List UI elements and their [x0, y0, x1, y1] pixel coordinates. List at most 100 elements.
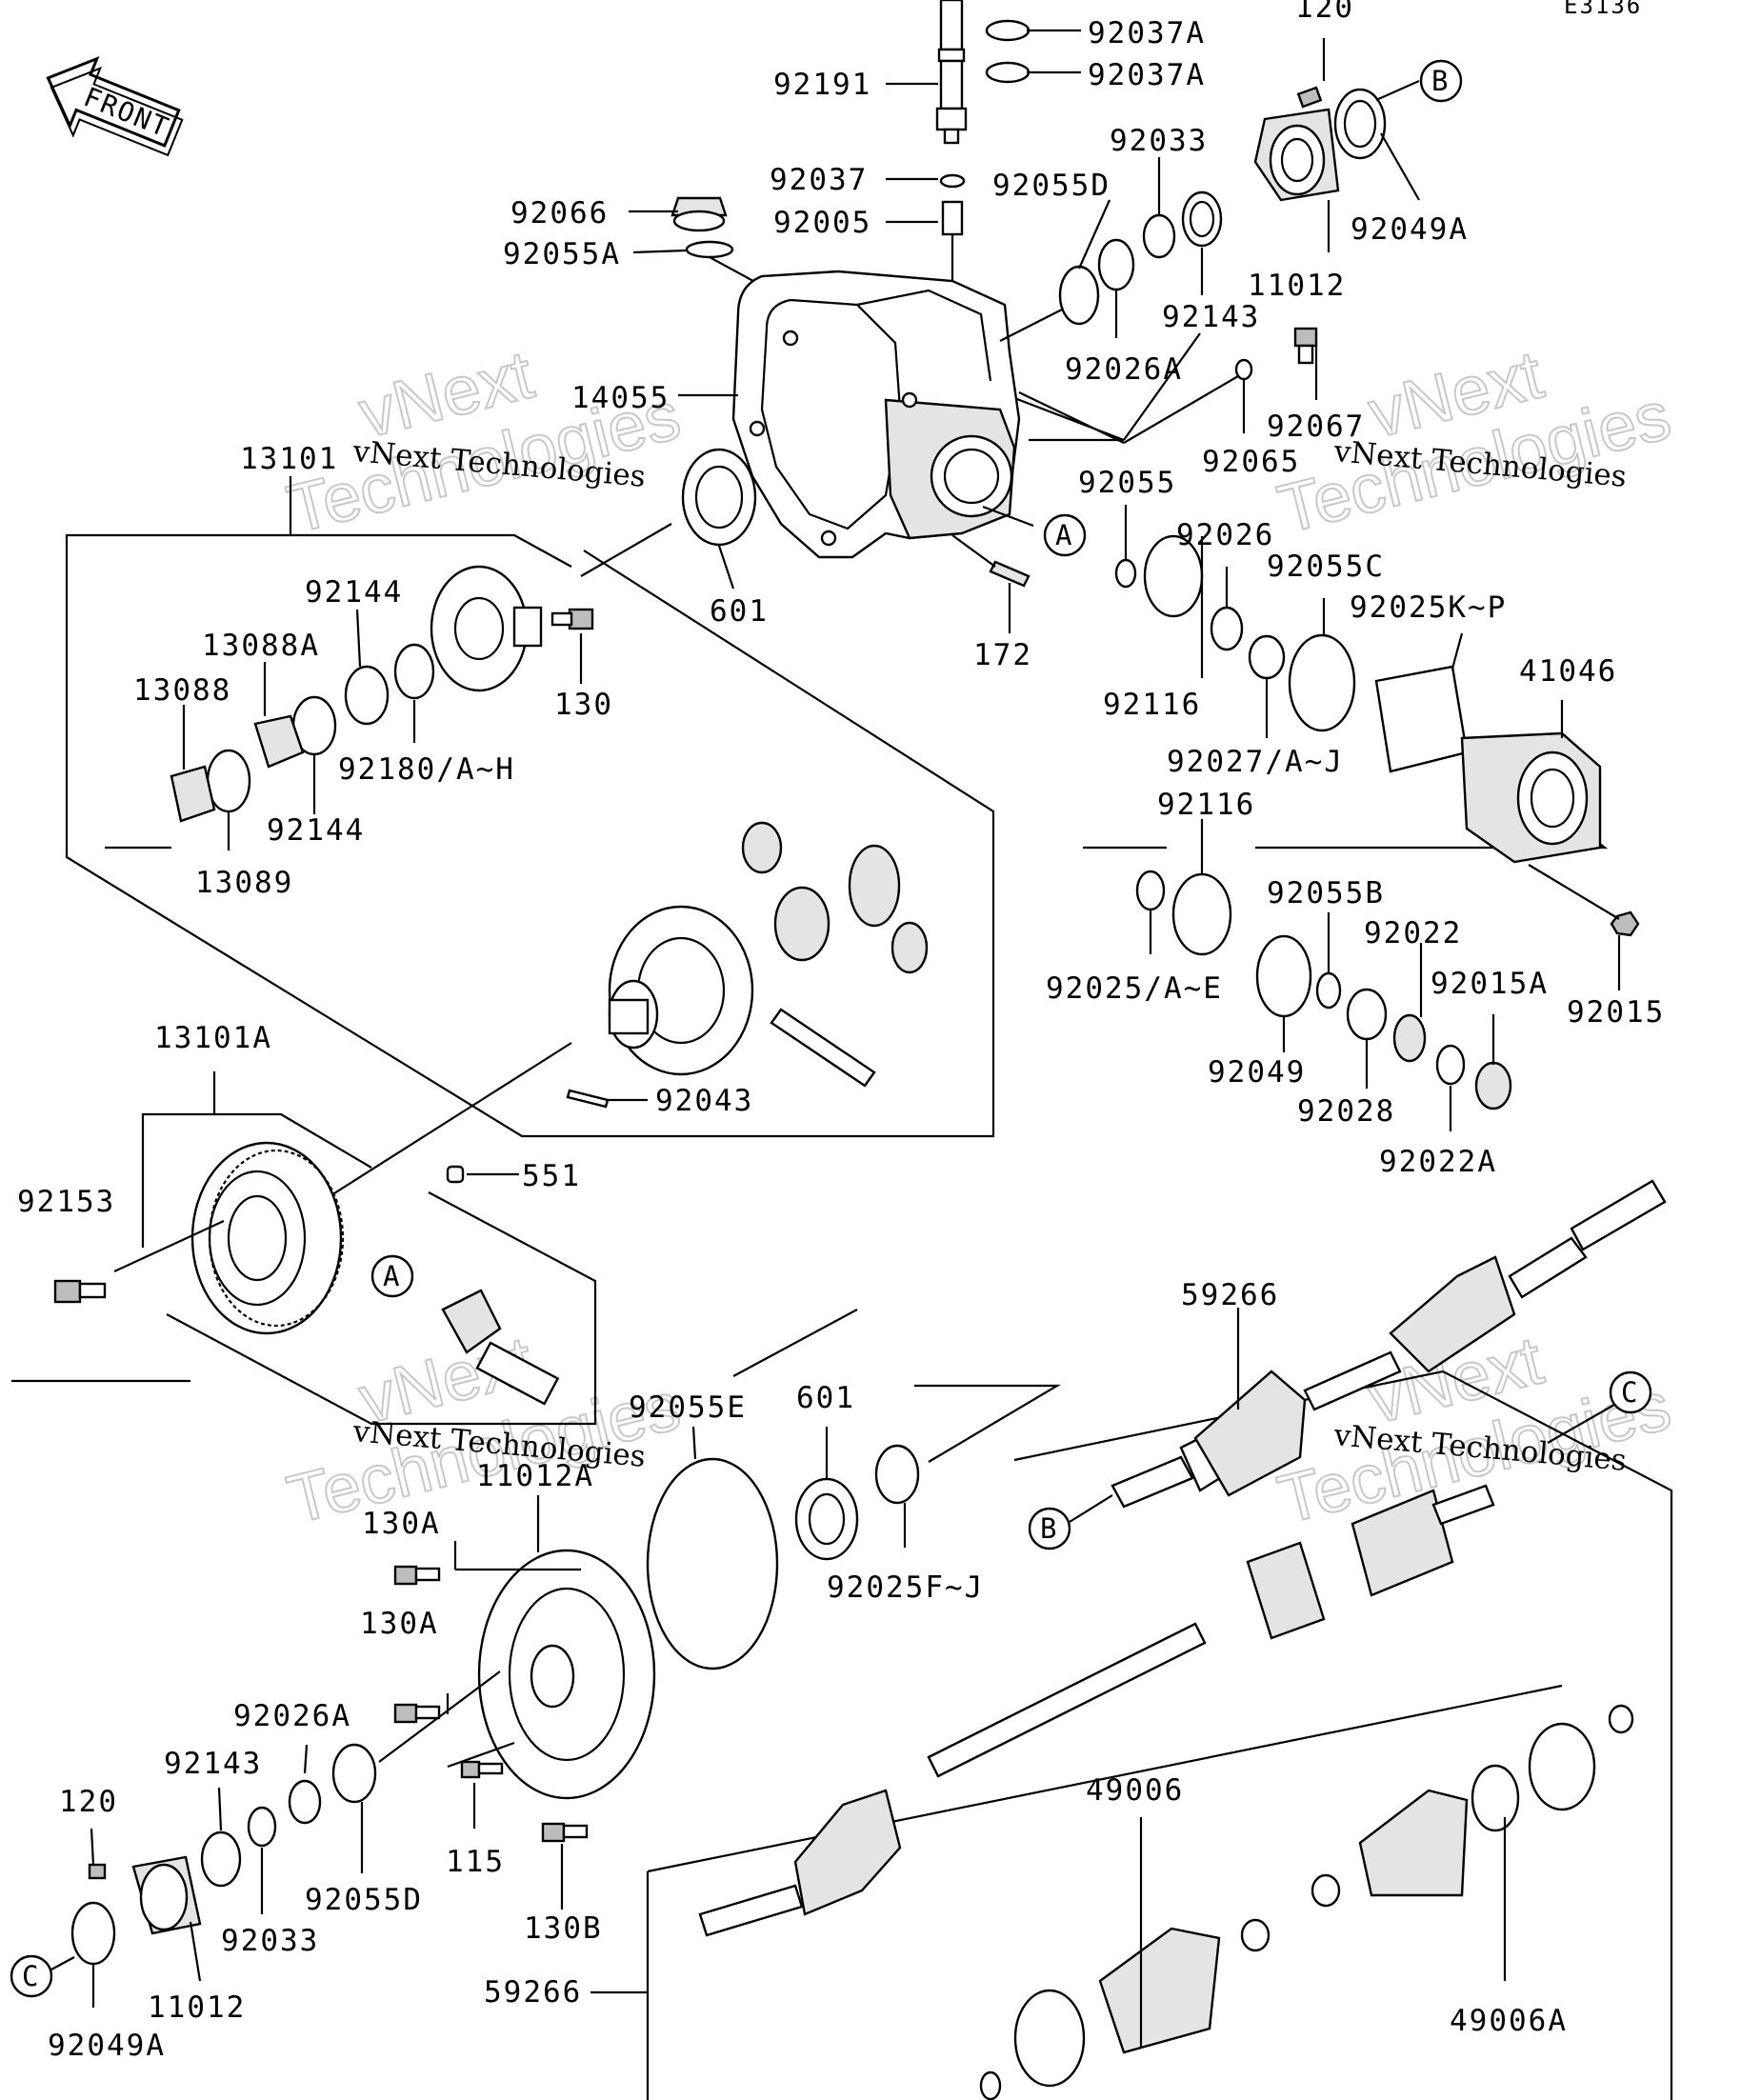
label-92055A: 92055A [503, 237, 621, 271]
label-92144: 92144 [305, 575, 403, 610]
part-92022-washer [1392, 1013, 1427, 1063]
part-92065-washer [1234, 358, 1253, 381]
label-13101A: 13101A [154, 1021, 272, 1055]
label-92055: 92055 [1078, 466, 1176, 500]
label-92055E: 92055E [629, 1390, 747, 1425]
label-13088: 13088 [133, 673, 231, 708]
label-92065: 92065 [1202, 445, 1300, 479]
part-92049-seal [1255, 934, 1312, 1018]
part-92055B-oring [1315, 971, 1342, 1010]
label-92055B: 92055B [1267, 876, 1385, 910]
label-92191: 92191 [773, 68, 871, 102]
part-92026A-shim [1097, 238, 1135, 291]
label-120: 120 [1295, 0, 1354, 25]
label-13101: 13101 [240, 442, 338, 476]
part-diff-gears [741, 821, 929, 974]
label-92025KP: 92025K~P [1350, 590, 1507, 625]
part-92055A-oring [685, 240, 734, 259]
part-11012-cap [1253, 108, 1340, 202]
label-13088A: 13088A [202, 629, 320, 663]
label-92067: 92067 [1267, 410, 1365, 444]
part-11012A-cover [477, 1549, 656, 1800]
part-diff-case [608, 905, 754, 1076]
label-92116: 92116 [1157, 788, 1255, 822]
label-172: 172 [973, 638, 1032, 672]
part-59266-front-driveshaft [1111, 1179, 1667, 1509]
part-59266-rear-driveshaft [698, 1484, 1495, 1937]
label-92055D: 92055D [992, 169, 1111, 203]
part-pinion-gear [441, 1289, 560, 1406]
label-92027AJ: 92027/A~J [1167, 745, 1344, 779]
label-92043: 92043 [655, 1084, 753, 1118]
part-diff-flange [430, 565, 543, 692]
label-92005: 92005 [773, 206, 871, 240]
ref-a-label: A [383, 1260, 399, 1292]
label-41046: 41046 [1519, 654, 1617, 689]
label-92026A: 92026A [1065, 352, 1183, 387]
ref-circles: A B A B C C [10, 59, 1652, 1998]
part-172-stud [989, 560, 1031, 588]
part-601-bearing-bottom [794, 1477, 859, 1561]
label-92049A: 92049A [1351, 212, 1469, 247]
parts [53, 0, 1667, 2100]
label-92055C: 92055C [1267, 550, 1385, 584]
label-92025AE: 92025/A~E [1046, 971, 1223, 1006]
part-92033-circlip [1142, 213, 1176, 259]
part-13101A-ring-gear [190, 1141, 345, 1335]
label-11012A: 11012A [476, 1459, 594, 1493]
part-92143-seal-bottom [200, 1830, 242, 1888]
part-92191-shaft [935, 0, 968, 145]
part-130-bolt [550, 608, 594, 630]
label-14055: 14055 [571, 381, 670, 415]
part-92055E-oring [646, 1457, 779, 1670]
label-92037: 92037 [770, 163, 868, 197]
label-92037A: 92037A [1088, 58, 1206, 92]
label-13089: 13089 [195, 866, 293, 900]
part-92037-clip [939, 173, 966, 189]
part-49006-boot-kit [979, 1918, 1271, 2100]
label-92033: 92033 [1110, 124, 1208, 158]
part-92116-bearing-b [1171, 872, 1232, 956]
part-92055D-oring [1058, 265, 1100, 326]
part-13088-plate [170, 765, 216, 823]
part-13089-ring [206, 749, 251, 813]
label-92116: 92116 [1103, 688, 1201, 722]
label-92066: 92066 [510, 196, 609, 230]
front-arrow-icon: FRONT [46, 55, 184, 157]
part-601-bearing [681, 448, 757, 547]
label-92028: 92028 [1297, 1094, 1395, 1129]
part-130A-bolt-1 [393, 1565, 441, 1586]
ref-b-label: B [1431, 65, 1448, 97]
part-41046-housing [1460, 731, 1602, 864]
part-11012-cap-bottom [131, 1855, 202, 1935]
label-92049: 92049 [1208, 1055, 1306, 1090]
part-551-dowel [446, 1165, 465, 1184]
watermark-top-left: vNext Technologies vNext Technologies [280, 335, 689, 549]
part-92066-plug [670, 196, 728, 232]
label-92026A: 92026A [233, 1699, 351, 1733]
label-49006: 49006 [1086, 1773, 1184, 1808]
part-92067-bolt [1293, 327, 1318, 365]
part-92180-shim [393, 643, 435, 700]
label-92144: 92144 [267, 813, 365, 848]
part-92043-pin [566, 1089, 610, 1109]
part-92025FJ-shim [874, 1444, 920, 1505]
label-601: 601 [796, 1381, 855, 1415]
label-92049A: 92049A [48, 2029, 166, 2063]
part-120-bolt [1296, 86, 1323, 109]
part-92143-seal [1181, 190, 1223, 248]
part-14055-housing [731, 270, 1021, 559]
label-92015: 92015 [1567, 995, 1665, 1030]
part-diff-pin [770, 1008, 876, 1088]
part-92049A-seal-bottom [70, 1901, 116, 1966]
group-lines [11, 332, 1673, 2100]
label-115: 115 [446, 1845, 505, 1879]
part-92028-bearing [1346, 988, 1388, 1041]
ref-b-label: B [1040, 1512, 1056, 1545]
label-92037A: 92037A [1088, 16, 1206, 50]
part-130B-bolt [541, 1822, 589, 1843]
ref-c-label: C [1621, 1376, 1637, 1409]
label-92033: 92033 [221, 1924, 319, 1958]
label-130: 130 [554, 688, 613, 722]
part-92153-bolt [53, 1279, 107, 1304]
